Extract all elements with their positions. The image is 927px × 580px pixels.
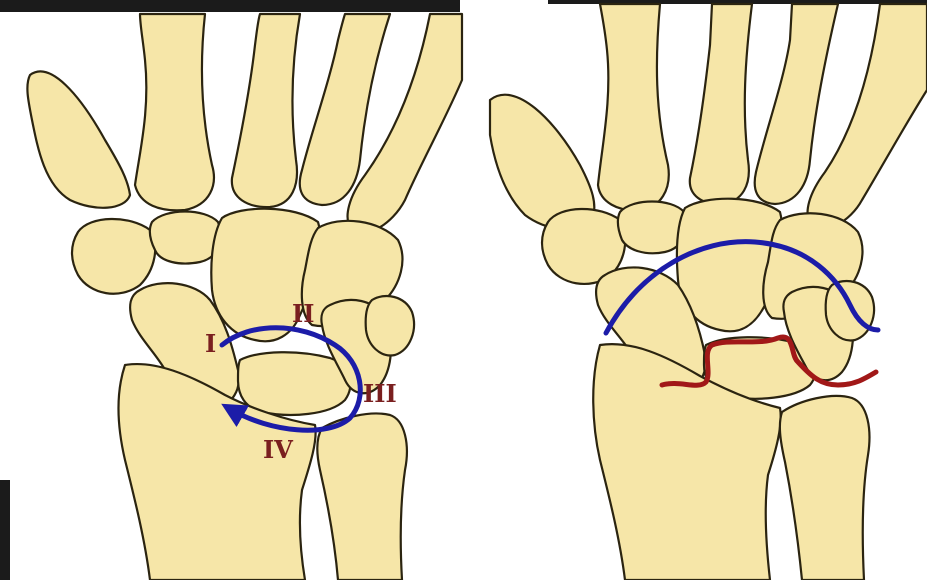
trapezoid: [150, 212, 221, 264]
trapezium: [72, 219, 155, 294]
metacarpal-3: [232, 14, 300, 207]
label-ii: II: [292, 299, 314, 328]
lunate: [238, 352, 350, 415]
ulna: [317, 413, 407, 580]
metacarpal-1: [27, 71, 130, 207]
right-wrist-panel: [490, 4, 927, 580]
label-iii: III: [363, 379, 397, 408]
label-iv: IV: [263, 435, 293, 464]
ulna-right: [780, 396, 870, 580]
left-edge-dark: [0, 480, 10, 580]
trapezoid-right: [618, 202, 686, 254]
pisiform: [366, 296, 414, 355]
left-wrist-panel: I II III IV: [27, 14, 462, 580]
metacarpal-2-right: [598, 4, 669, 210]
metacarpal-2: [135, 14, 214, 210]
metacarpal-3-right: [690, 4, 752, 204]
pisiform-right: [826, 281, 874, 340]
top-edge-dark: [0, 0, 460, 12]
label-i: I: [205, 329, 216, 358]
